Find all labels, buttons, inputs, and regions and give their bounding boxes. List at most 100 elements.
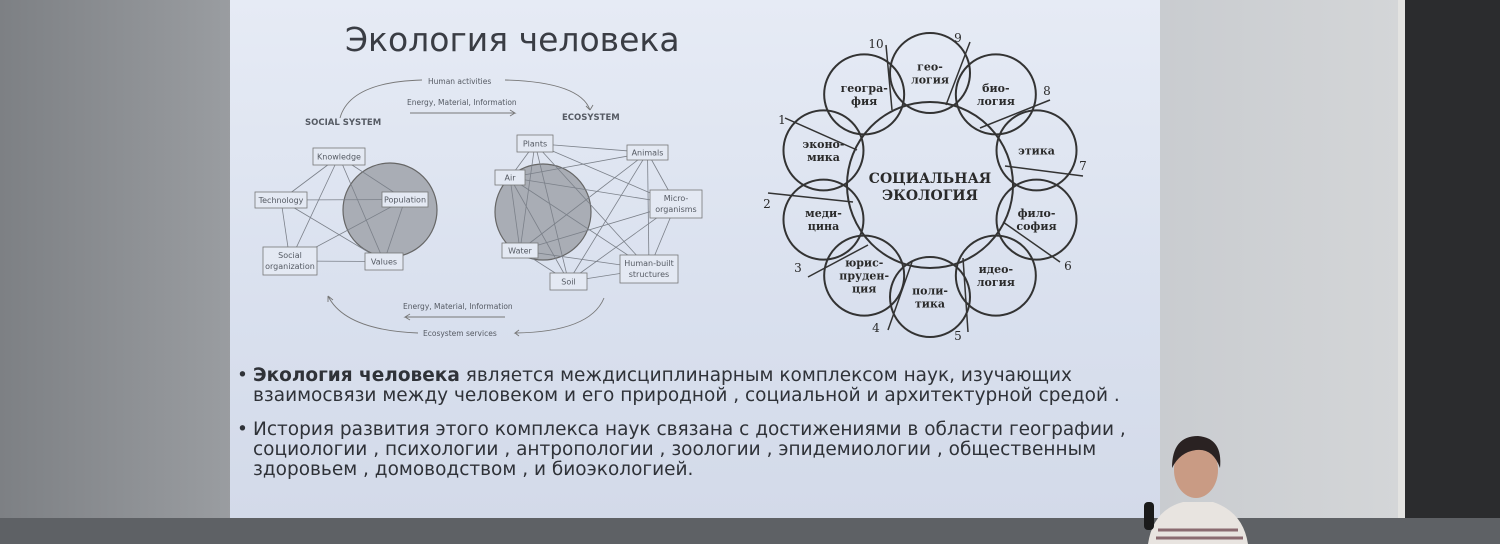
node-label: Technology [258,196,304,205]
floor-strip [0,518,1500,544]
discipline-label: поли- [912,285,948,298]
discipline-circle [782,109,865,192]
discipline-label: фило- [1018,207,1056,220]
discipline-label: мика [807,151,840,164]
discipline-label: юрис- [845,257,883,270]
bullet-item: • Экология человека является междисципли… [237,366,1147,406]
bullet-dot: • [237,365,248,386]
number-label: 4 [872,321,880,335]
center-circle [846,101,1014,269]
arrow-services-end [327,295,419,334]
discipline-circle [823,234,906,317]
node-label: Soil [561,278,575,287]
pointer-line [962,257,969,333]
number-label: 9 [954,31,962,45]
node-label: Social [278,251,302,260]
discipline-circle [889,256,971,338]
connection-line [647,152,650,270]
connection-line [509,177,650,270]
bullet-list: • Экология человека является междисципли… [237,366,1147,494]
arrow-energy-forward [410,109,517,117]
node-box [494,169,526,186]
node-box [626,144,669,161]
center-label: СОЦИАЛЬНАЯ [869,171,991,187]
connection-line [534,143,569,282]
number-label: 6 [1064,259,1072,273]
node-label: Micro- [664,194,689,203]
pointer-line [784,117,858,151]
node-label: Values [371,258,397,267]
node-label: Water [508,247,532,256]
discipline-label: тика [915,298,945,311]
discipline-label: геогра- [841,82,888,95]
discipline-circle [954,234,1037,317]
bullet-item: • История развития этого комплекса наук … [237,420,1147,480]
node-label: organisms [655,205,696,214]
social-ecology-ring-diagram: гео-логиябио-логияэтикафило-софияидео-ло… [763,31,1087,343]
discipline-label: фия [851,95,877,108]
node-box [254,191,308,209]
ecosystem-sphere [494,163,592,261]
connection-line [509,177,569,282]
arrow-human-activities-end [504,79,594,111]
node-label: organization [265,262,315,271]
pointer-line [979,99,1051,129]
discipline-circle [782,178,865,261]
human-activities-label: Human activities [428,77,491,86]
bullet-text: является междисциплинарным комплексом на… [253,365,1120,406]
pointer-line [1004,165,1084,177]
arrow-services-start [513,297,605,337]
energy-flow-label-top: Energy, Material, Information [407,98,517,107]
node-box [501,242,539,259]
node-label: Animals [632,149,664,158]
discipline-label: этика [1018,144,1055,157]
social-system-label: SOCIAL SYSTEM [305,118,381,128]
pointer-line [1002,221,1061,263]
number-label: 2 [763,197,771,211]
arrow-energy-back [403,313,505,321]
number-label: 3 [794,261,802,275]
discipline-circle [995,109,1078,192]
doorway [1405,0,1500,544]
ecosystem-services-label: Ecosystem services [423,329,497,338]
node-box [381,191,429,208]
connection-line [519,143,536,251]
connection-line [509,177,677,205]
node-box [549,272,588,291]
connection-line [568,152,648,282]
number-label: 1 [778,113,786,127]
node-box [262,246,318,276]
node-label: Human-built [624,259,673,268]
pointer-line [807,244,869,278]
node-box [619,254,679,284]
number-label: 5 [954,329,962,343]
discipline-label: эконо- [803,138,845,151]
connection-line [519,152,648,251]
connection-line [509,152,648,178]
discipline-circle [954,53,1037,136]
connection-line [534,143,650,270]
pointer-line [885,44,893,111]
node-box [649,189,703,219]
connection-line [509,177,521,251]
node-label: Air [505,174,517,183]
discipline-label: идео- [979,263,1013,276]
pointer-line [887,261,913,331]
connection-line [289,156,340,262]
bullet-text: История развития этого комплекса наук св… [253,419,1126,480]
discipline-label: цина [808,220,839,233]
discipline-circle [823,53,906,136]
node-box [516,134,554,153]
discipline-label: меди- [805,207,842,220]
discipline-label: био- [982,82,1009,95]
node-box [312,147,366,166]
number-label: 8 [1043,84,1051,98]
node-label: Knowledge [317,153,361,162]
pointer-line [767,192,854,203]
slide-title: Экология человека [345,20,680,59]
discipline-label: логия [977,95,1015,108]
bullet-dot: • [237,419,248,440]
door-frame [1398,0,1408,544]
discipline-label: логия [911,74,949,87]
